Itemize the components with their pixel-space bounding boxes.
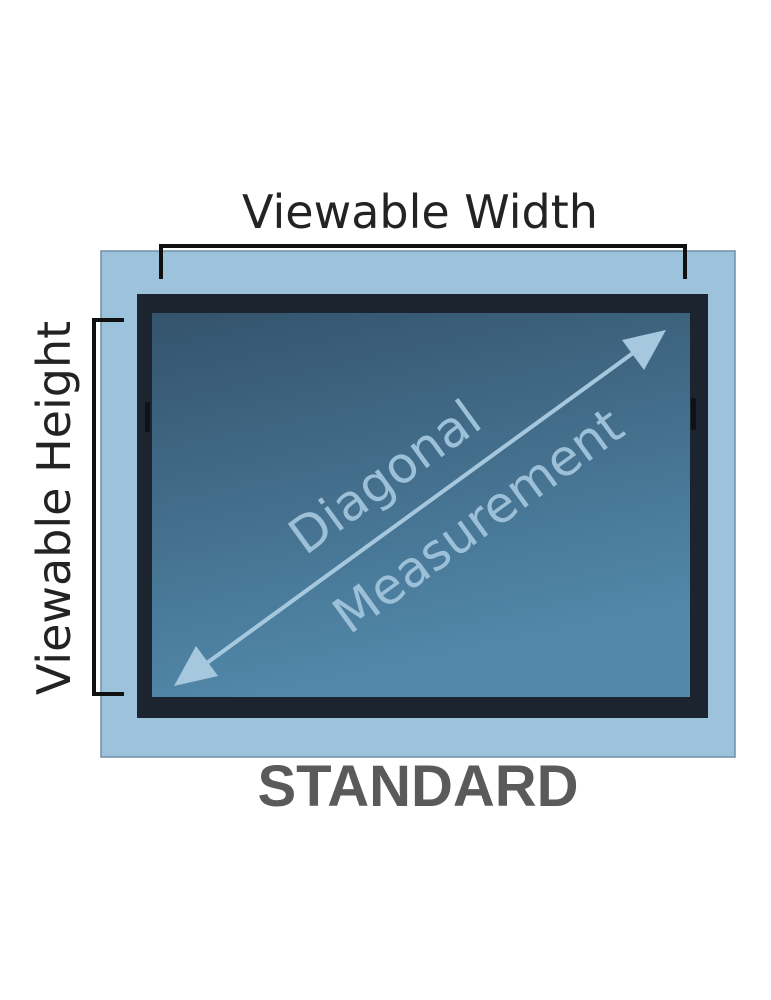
height-bracket	[92, 318, 124, 696]
right-clip	[691, 398, 696, 430]
width-label: Viewable Width	[242, 185, 598, 239]
arrow-head-bottom-left	[174, 646, 218, 686]
screen-type-label: STANDARD	[257, 754, 578, 819]
width-bracket	[159, 244, 687, 279]
height-label: Viewable Height	[27, 321, 81, 695]
diagonal-arrow	[174, 330, 666, 686]
arrow-head-top-right	[622, 330, 666, 370]
left-clip	[145, 402, 150, 432]
